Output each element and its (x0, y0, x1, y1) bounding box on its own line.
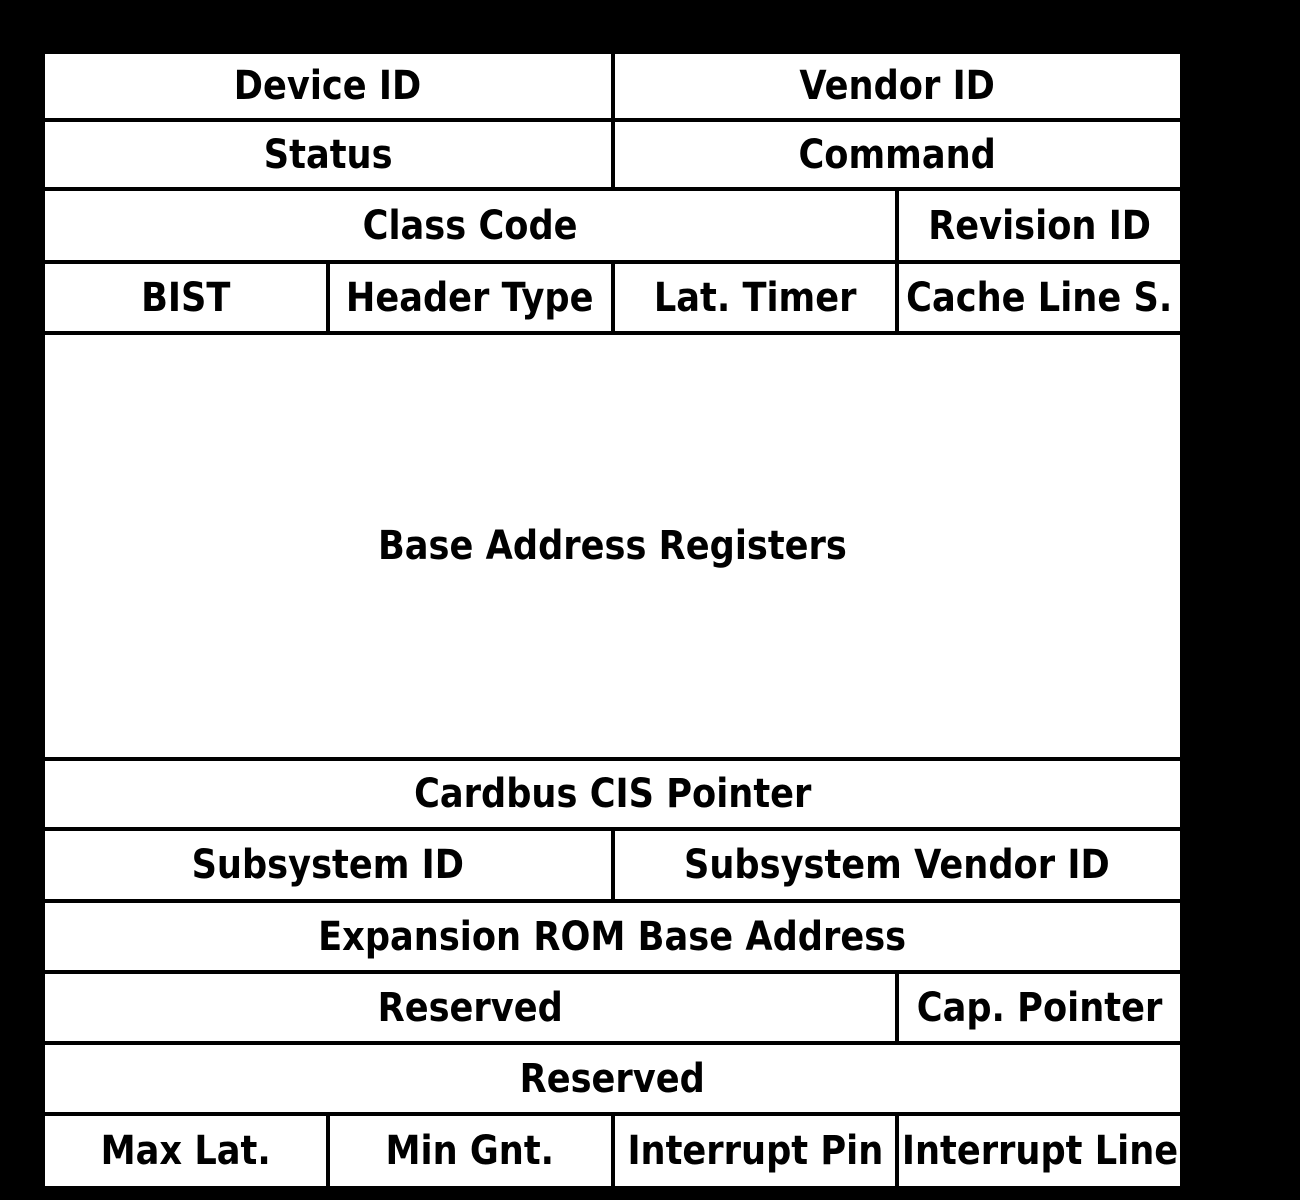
cell-header-type: Header Type (329, 264, 611, 331)
cell-subsystem-vendor-id: Subsystem Vendor ID (614, 831, 1180, 899)
cell-label: BIST (140, 274, 231, 321)
cell-cap-pointer: Cap. Pointer (899, 974, 1180, 1041)
cell-label: Reserved (377, 984, 563, 1031)
cell-label: Expansion ROM Base Address (318, 913, 907, 960)
cell-bist: BIST (45, 264, 326, 331)
cell-label: Cache Line S. (906, 274, 1173, 321)
cell-status: Status (45, 122, 611, 187)
cell-label: Device ID (234, 63, 422, 109)
cell-label: Base Address Registers (378, 523, 847, 569)
cell-label: Lat. Timer (653, 274, 857, 321)
cell-max-lat: Max Lat. (45, 1116, 326, 1186)
cell-reserved-upper: Reserved (45, 974, 896, 1041)
cell-reserved-full: Reserved (45, 1045, 1180, 1112)
cell-revision-id: Revision ID (899, 191, 1180, 260)
cell-device-id: Device ID (45, 54, 611, 118)
cell-label: Subsystem ID (191, 842, 464, 888)
cell-label: Cardbus CIS Pointer (413, 771, 812, 817)
cell-cardbus-cis-pointer: Cardbus CIS Pointer (45, 761, 1180, 827)
cell-min-gnt: Min Gnt. (329, 1116, 611, 1186)
cell-class-code: Class Code (45, 191, 896, 260)
cell-label: Revision ID (928, 202, 1152, 249)
cell-label: Class Code (362, 202, 578, 249)
cell-label: Subsystem Vendor ID (684, 842, 1111, 888)
cell-base-address-registers: Base Address Registers (45, 335, 1180, 757)
cell-interrupt-pin: Interrupt Pin (614, 1116, 896, 1186)
cell-label: Header Type (346, 274, 594, 321)
cell-expansion-rom-base-address: Expansion ROM Base Address (45, 903, 1180, 970)
cell-subsystem-id: Subsystem ID (45, 831, 611, 899)
cell-label: Interrupt Pin (626, 1128, 883, 1174)
cell-label: Interrupt Line (901, 1128, 1178, 1174)
cell-label: Command (798, 131, 996, 178)
cell-cache-line-size: Cache Line S. (899, 264, 1180, 331)
cell-lat-timer: Lat. Timer (614, 264, 896, 331)
cell-label: Min Gnt. (385, 1128, 555, 1174)
cell-label: Max Lat. (100, 1128, 271, 1174)
cell-interrupt-line: Interrupt Line (899, 1116, 1180, 1186)
cell-label: Status (263, 131, 393, 178)
cell-command: Command (614, 122, 1180, 187)
cell-label: Vendor ID (799, 63, 996, 109)
register-map-table: Device ID Vendor ID Status Command Class… (45, 54, 1180, 1186)
cell-vendor-id: Vendor ID (614, 54, 1180, 118)
cell-label: Reserved (519, 1055, 706, 1102)
cell-label: Cap. Pointer (916, 984, 1163, 1031)
